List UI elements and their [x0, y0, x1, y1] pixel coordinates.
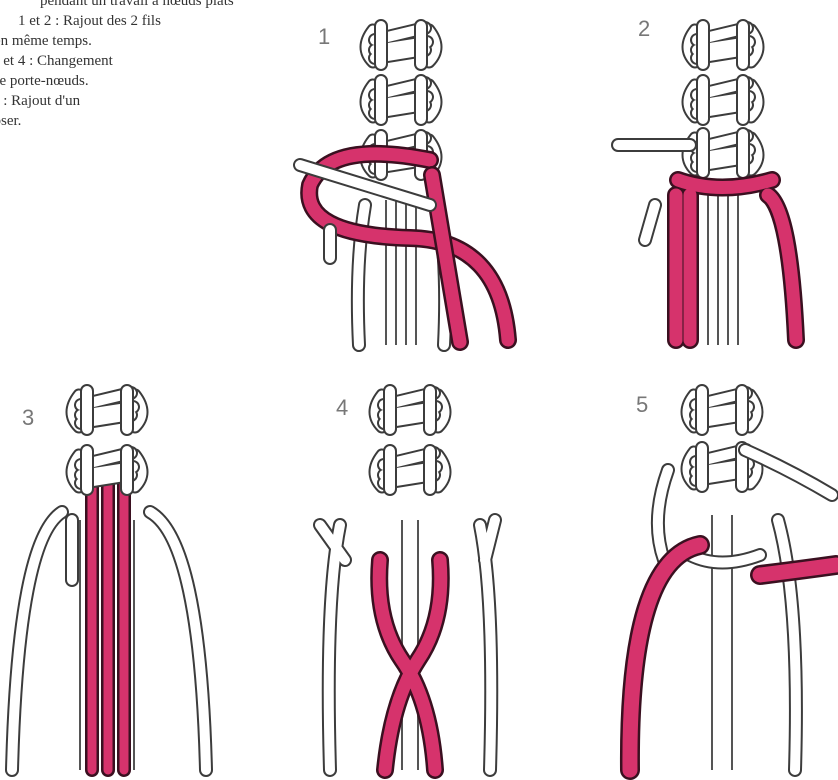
step-5-number: 5 — [636, 392, 648, 417]
step-3-illustration: 3 — [12, 391, 206, 770]
step-3-number: 3 — [22, 405, 34, 430]
step-5-illustration: 5 — [630, 391, 836, 770]
step-1-number: 1 — [318, 24, 330, 49]
step-4-illustration: 4 — [320, 391, 495, 770]
step-1-illustration: 1 — [300, 24, 508, 345]
step-4-number: 4 — [336, 395, 348, 420]
step-2-number: 2 — [638, 16, 650, 41]
step-2-illustration: 2 — [618, 16, 796, 345]
